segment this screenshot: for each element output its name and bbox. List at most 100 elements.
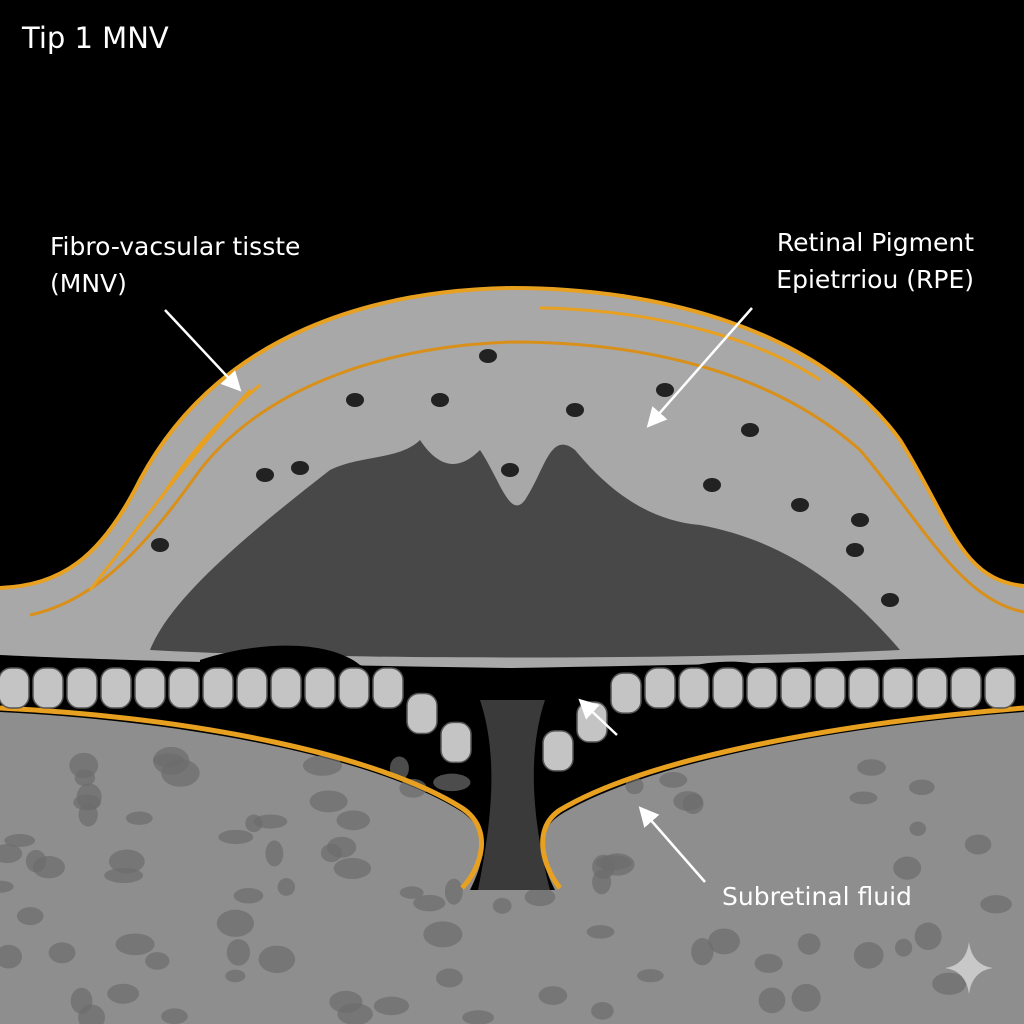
mnv-arrow [164, 309, 242, 392]
vessel [125, 811, 153, 825]
vessel [346, 393, 364, 407]
vessel [444, 878, 463, 905]
sparkle-icon [945, 942, 993, 994]
photoreceptor-cell [644, 667, 676, 709]
vessel [115, 933, 155, 956]
vessel [245, 814, 263, 833]
vessel [703, 478, 721, 492]
vessel [462, 1010, 495, 1024]
vessel [659, 772, 688, 788]
vessel [16, 907, 44, 926]
stalk [478, 700, 550, 890]
mnv-label-line2: (MNV) [50, 269, 127, 298]
vessel [682, 793, 704, 815]
rpe-label-line1: Retinal Pigment [776, 228, 974, 257]
vessel [0, 944, 23, 969]
subretinal-space [200, 645, 800, 700]
vessel [233, 887, 264, 904]
photoreceptor-cell [202, 667, 234, 709]
figure-title: Tip 1 MNV [22, 21, 169, 55]
vessel [423, 921, 463, 948]
vessel [435, 968, 463, 988]
photoreceptor-cell [372, 667, 404, 709]
vessel [932, 972, 967, 995]
photoreceptor-cell [780, 667, 812, 709]
photoreceptor-cell [236, 667, 268, 709]
photoreceptor-cell [746, 667, 778, 709]
vessel [894, 938, 913, 957]
vessel [309, 790, 348, 813]
vessel [492, 897, 512, 914]
vessel [881, 593, 899, 607]
vessel [145, 952, 170, 970]
photoreceptor-cell [338, 667, 370, 709]
vessel [849, 791, 878, 805]
vessel [980, 895, 1012, 914]
vessel [754, 953, 783, 973]
vessel [479, 349, 497, 363]
vessel [161, 1008, 188, 1024]
vessel [413, 894, 446, 912]
mnv-label-line1: Fibro-vacsular tisste [50, 232, 301, 261]
photoreceptor-cell [100, 667, 132, 709]
vessel [108, 849, 145, 874]
vessel [909, 821, 927, 836]
vessel [501, 463, 519, 477]
vessel [566, 403, 584, 417]
rpe-outline [29, 340, 1024, 617]
vessel [591, 1002, 614, 1020]
vessel [337, 1003, 373, 1024]
dome-vessels [151, 349, 899, 607]
vessel [846, 543, 864, 557]
vessel [595, 855, 632, 871]
vessel [637, 969, 664, 983]
photoreceptor-cell [610, 672, 642, 714]
vessel [791, 983, 821, 1012]
vessel [216, 909, 255, 937]
rpe-arrow [646, 307, 753, 428]
photoreceptor-cell [134, 667, 166, 709]
vessel [964, 834, 992, 855]
vessel [431, 393, 449, 407]
vessel [524, 887, 556, 907]
vessel [914, 922, 942, 950]
photoreceptor-cell [168, 667, 200, 709]
choroid-vessels [0, 746, 1012, 1024]
vessel [399, 886, 424, 899]
vessel [741, 423, 759, 437]
fluid-arrow-inner [578, 698, 618, 736]
vessel [226, 939, 251, 966]
mnv-label: Fibro-vacsular tisste (MNV) [50, 228, 300, 302]
vessel [908, 779, 935, 796]
photoreceptor-cell [882, 667, 914, 709]
vessel [258, 945, 296, 974]
vessel [277, 878, 296, 896]
rpe-label-line2: Epietrriou (RPE) [776, 265, 974, 294]
vessel [851, 513, 869, 527]
vessel [586, 925, 615, 939]
photoreceptor-cell [304, 667, 336, 709]
vessel [691, 938, 714, 966]
choroid-tissue [0, 712, 1024, 1024]
vessel [797, 933, 821, 955]
vessel [256, 468, 274, 482]
photoreceptor-cell [984, 667, 1016, 709]
vessel [758, 987, 786, 1014]
vessel [153, 746, 190, 775]
photoreceptor-cells [0, 667, 1016, 772]
vessel [791, 498, 809, 512]
vessel [76, 783, 102, 811]
vessel [4, 834, 36, 848]
vessel [433, 773, 471, 792]
photoreceptor-cell [678, 667, 710, 709]
vessel [151, 538, 169, 552]
rpe-label: Retinal Pigment Epietrriou (RPE) [776, 224, 974, 298]
vessel [893, 856, 922, 880]
vessel [333, 857, 372, 879]
photoreceptor-cell [32, 667, 64, 709]
photoreceptor-cell [950, 667, 982, 709]
photoreceptor-cell [270, 667, 302, 709]
photoreceptor-cell [848, 667, 880, 709]
